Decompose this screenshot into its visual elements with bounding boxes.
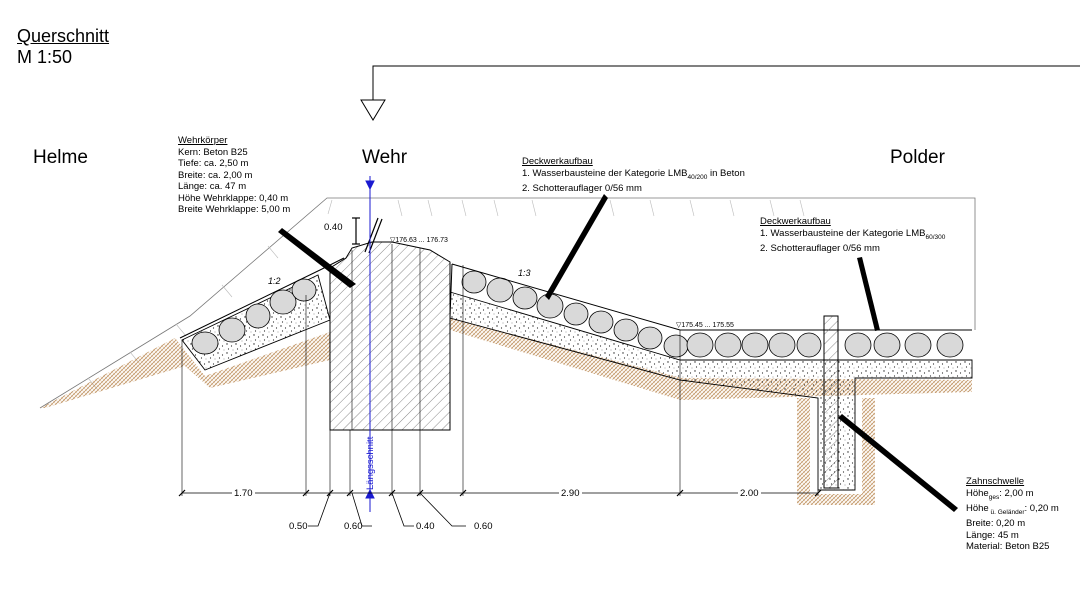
- elevation-crest: ▽176.63 ... 176.73: [390, 237, 448, 244]
- note-line: Tiefe: ca. 2,50 m: [178, 158, 249, 169]
- note-deckwerk-left-heading: Deckwerkaufbau: [522, 156, 593, 167]
- zone-label-right: Polder: [890, 147, 945, 168]
- note-line: Breite: 0,20 m: [966, 518, 1026, 530]
- armour-stones: [191, 270, 964, 358]
- weir-body: [329, 241, 451, 431]
- note-line: 1. Wasserbausteine der Kategorie LMB60/3…: [760, 227, 946, 241]
- dimension-label: 0.40: [416, 521, 435, 532]
- note-line: Höhe Wehrklappe: 0,40 m: [178, 192, 289, 204]
- slope-label-right: 1:3: [518, 268, 531, 278]
- dimension-line: [178, 489, 822, 527]
- note-deckwerk-right-heading: Deckwerkaufbau: [760, 216, 831, 227]
- dimension-extension-lines: [181, 265, 819, 496]
- zone-label-center: Wehr: [362, 147, 408, 168]
- note-zahnschwelle-heading: Zahnschwelle: [966, 476, 1025, 487]
- zone-label-left: Helme: [33, 147, 88, 168]
- dimension-label: 0.60: [474, 521, 493, 532]
- note-line: Länge: ca. 47 m: [178, 181, 247, 192]
- note-zahnschwelle: Zahnschwelle Höheges: 2,00 m Höhe ü. Gel…: [966, 476, 1059, 553]
- elevation-polder: ▽175.45 ... 175.55: [676, 322, 734, 329]
- drawing-scale: M 1:50: [17, 47, 73, 67]
- note-line: Länge: 45 m: [966, 529, 1019, 541]
- note-line: Höheges: 2,00 m: [966, 487, 1034, 501]
- tooth-sill: [823, 315, 839, 489]
- section-line-laengsschnitt: [365, 176, 375, 512]
- leader-lines: [278, 194, 958, 512]
- note-line: 1. Wasserbausteine der Kategorie LMB40/2…: [522, 167, 745, 181]
- note-line: Breite: ca. 2,00 m: [178, 169, 253, 181]
- note-line: Kern: Beton B25: [178, 146, 248, 158]
- drawing-title: Querschnitt: [17, 26, 110, 46]
- flap-height-label: 0.40: [324, 222, 343, 233]
- note-line: Höhe ü. Geländer: 0,20 m: [966, 502, 1059, 516]
- note-line: 2. Schotterauflager 0/56 mm: [760, 242, 880, 254]
- note-line: Breite Wehrklappe: 5,00 m: [178, 204, 291, 215]
- dimension-label: 2.90: [559, 488, 582, 499]
- dimension-label: 0.60: [344, 521, 363, 532]
- dimension-label: 0.50: [289, 521, 308, 532]
- note-line: Material: Beton B25: [966, 541, 1050, 553]
- note-deckwerk-left: Deckwerkaufbau 1. Wasserbausteine der Ka…: [522, 156, 745, 194]
- note-line: 2. Schotterauflager 0/56 mm: [522, 182, 642, 194]
- reference-marker: [360, 65, 1080, 121]
- section-line-label: Längsschnitt: [365, 436, 376, 490]
- note-deckwerk-right: Deckwerkaufbau 1. Wasserbausteine der Ka…: [760, 216, 945, 254]
- note-wehrkoerper-heading: Wehrkörper: [178, 135, 228, 146]
- dimension-label: 2.00: [738, 488, 761, 499]
- note-wehrkoerper: Wehrkörper Kern: Beton B25 Tiefe: ca. 2,…: [178, 135, 290, 216]
- weir-flap: [352, 217, 383, 254]
- slope-label-left: 1:2: [268, 276, 281, 286]
- dimension-label: 1.70: [232, 488, 255, 499]
